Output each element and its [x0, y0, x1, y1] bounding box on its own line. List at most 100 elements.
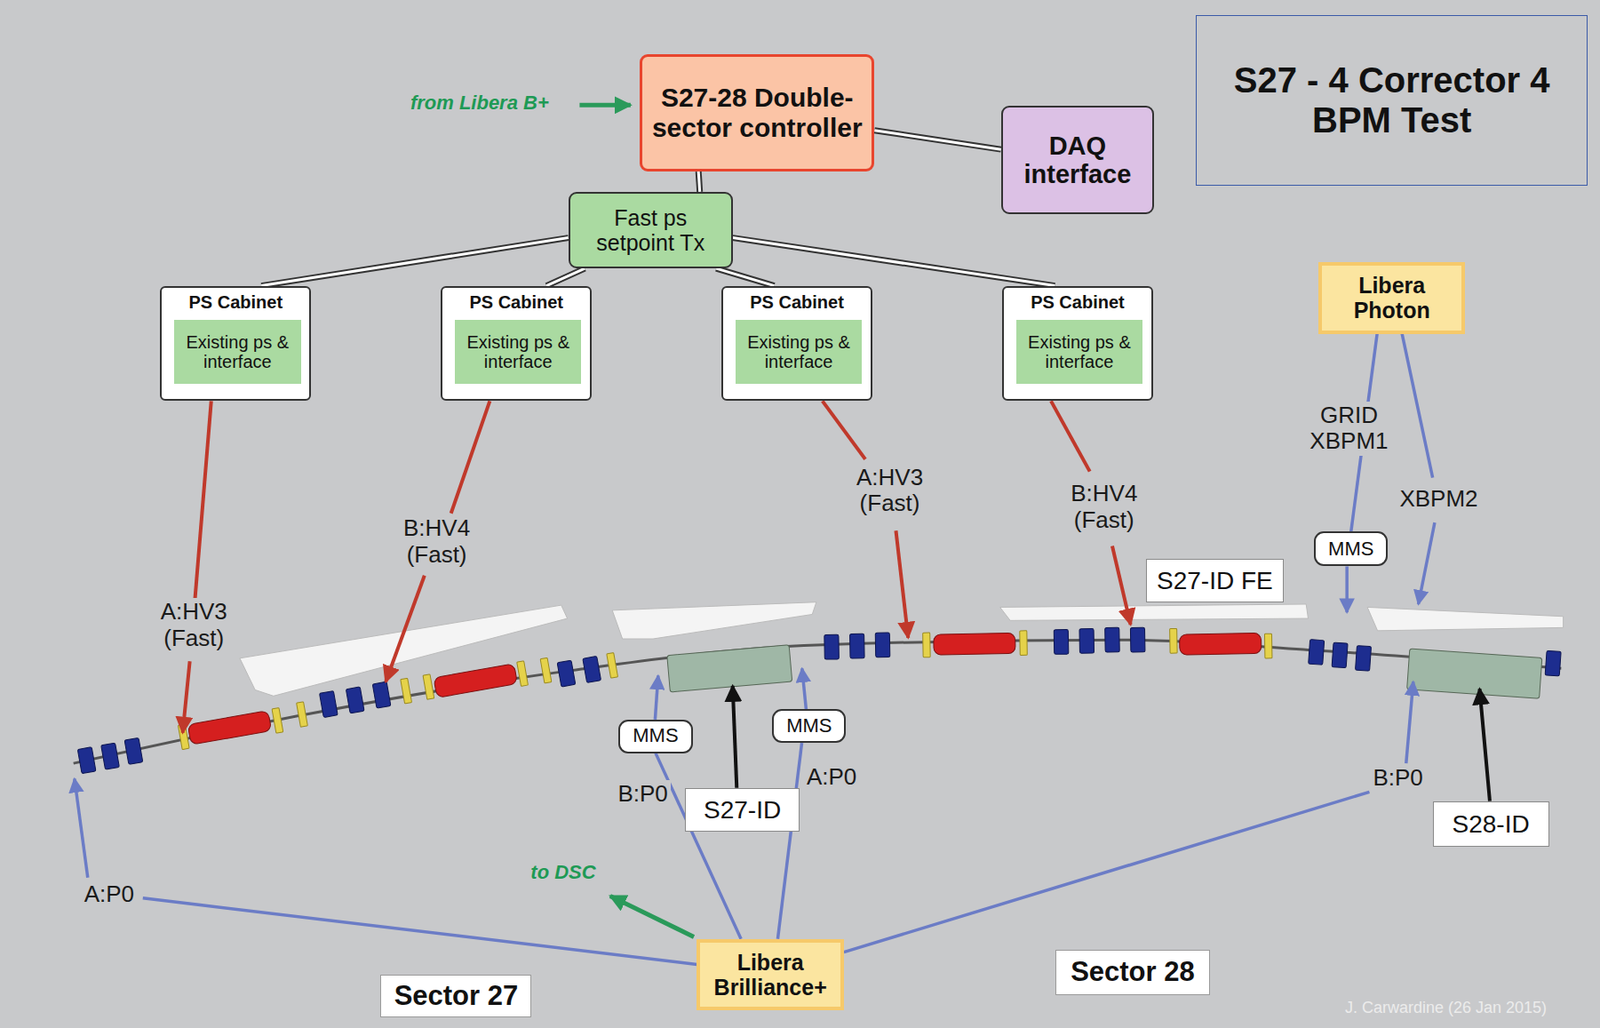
signal-line: [732, 685, 738, 789]
connector-outline: [546, 268, 585, 287]
signal-line: [74, 778, 88, 877]
beamline-part: [606, 652, 619, 679]
node-text: PS Cabinet: [442, 292, 590, 312]
mms-box: MMS: [772, 708, 846, 743]
signal-line: [802, 668, 807, 709]
power-supply-box: Existing ps & interface: [1016, 319, 1143, 383]
magnet-body: [923, 632, 932, 658]
magnet-body: [1355, 645, 1372, 672]
magnet-body: [875, 632, 891, 658]
magnet-body: [933, 632, 1016, 655]
mms-box: MMS: [618, 719, 693, 754]
beamline-part: [667, 644, 793, 693]
node-text: Libera Brilliance+: [705, 949, 835, 1000]
cabinet-box: PS CabinetExisting ps & interface: [721, 286, 873, 402]
callout-box: S27-ID: [684, 788, 801, 832]
sector-box: Sector 27: [380, 974, 532, 1019]
node-text: S27-28 Double-sector controller: [647, 82, 867, 143]
signal-line: [822, 400, 866, 459]
connector: [546, 268, 585, 287]
girder: [1000, 604, 1309, 621]
magnet-body: [1544, 650, 1561, 677]
beamline-part: [1105, 627, 1121, 653]
magnet-body: [540, 657, 552, 684]
beamline-part: [517, 660, 529, 687]
power-supply-box: Existing ps & interface: [735, 319, 862, 383]
bpm-electronics-box: Libera Brilliance+: [696, 939, 844, 1011]
node-text: PS Cabinet: [1003, 292, 1152, 312]
beamline-part: [372, 681, 391, 709]
beamline-part: [345, 686, 365, 714]
connector-outline: [716, 268, 774, 287]
signal-line: [1479, 688, 1489, 801]
magnet-body: [271, 708, 284, 734]
signal-line: [1345, 565, 1349, 613]
signal-label: B:HV4 (Fast): [391, 514, 482, 570]
signal-label: to DSC: [527, 859, 598, 884]
mms-box: MMS: [1313, 531, 1388, 566]
node-text: Libera Photon: [1327, 272, 1457, 323]
magnet-body: [1130, 627, 1146, 653]
callout-box: S28-ID: [1432, 801, 1550, 848]
signal-line: [843, 791, 1370, 952]
beamline-part: [1130, 627, 1146, 653]
signal-line: [579, 103, 630, 108]
beamline-part: [1544, 650, 1561, 677]
beamline-part: [296, 701, 309, 728]
signal-line: [1050, 400, 1091, 471]
connector-line: [546, 268, 585, 287]
magnet-body: [1170, 628, 1179, 653]
bpm-electronics-box: Libera Photon: [1318, 262, 1465, 334]
node-text: S28-ID: [1452, 810, 1530, 838]
beamline-part: [400, 677, 413, 704]
node-text: MMS: [1328, 538, 1374, 561]
beamline-part: [557, 660, 576, 687]
sector-box: Sector 28: [1055, 949, 1211, 996]
magnet-body: [1079, 628, 1095, 653]
signal-line: [1112, 545, 1131, 624]
magnet-body: [1105, 627, 1121, 653]
node-text: DAQ interface: [1008, 131, 1147, 190]
edge-label: GRID XBPM1: [1297, 401, 1401, 457]
beamline-part: [101, 742, 120, 770]
magnet-body: [345, 686, 365, 714]
beamline-part: [124, 737, 144, 765]
magnet-body: [582, 656, 602, 684]
beamline-part: [1308, 639, 1325, 666]
node-text: Sector 27: [394, 980, 519, 1012]
magnet-body: [319, 691, 339, 718]
callout-box: S27-ID FE: [1146, 558, 1284, 602]
signal-label: A:HV3 (Fast): [844, 463, 935, 519]
beamline-part: [271, 708, 284, 734]
edge-label: B:P0: [614, 780, 670, 809]
node-text: Existing ps & interface: [460, 332, 576, 373]
magnet-body: [606, 652, 619, 679]
girder: [612, 602, 817, 639]
signal-label: B:P0: [1369, 764, 1425, 793]
connector-line: [874, 130, 1001, 150]
magnet-body: [400, 677, 413, 704]
connector-line: [698, 171, 701, 192]
beamline-part: [1264, 633, 1273, 659]
signal-label: J. Carwardine (26 Jan 2015): [1342, 997, 1550, 1019]
signal-line: [1401, 334, 1433, 478]
node-text: MMS: [632, 724, 678, 748]
transmitter-box: Fast ps setpoint Tx: [568, 191, 733, 269]
beamline-part: [1053, 629, 1069, 655]
node-text: PS Cabinet: [161, 292, 310, 312]
magnet-body: [187, 710, 271, 746]
controller-box: S27-28 Double-sector controller: [639, 54, 875, 172]
signal-line: [1418, 522, 1435, 605]
magnet-body: [1019, 630, 1028, 656]
beamline-part: [1355, 645, 1372, 672]
signal-line: [610, 895, 694, 937]
edge-label: A:P0: [803, 763, 860, 792]
connector: [732, 238, 1056, 287]
beamline-part: [77, 747, 96, 774]
beamline-part: [1079, 628, 1095, 653]
connector-outline: [698, 171, 701, 192]
magnet-body: [667, 644, 793, 693]
signal-line: [451, 400, 491, 513]
signal-line: [895, 530, 908, 638]
node-text: Existing ps & interface: [179, 332, 295, 373]
